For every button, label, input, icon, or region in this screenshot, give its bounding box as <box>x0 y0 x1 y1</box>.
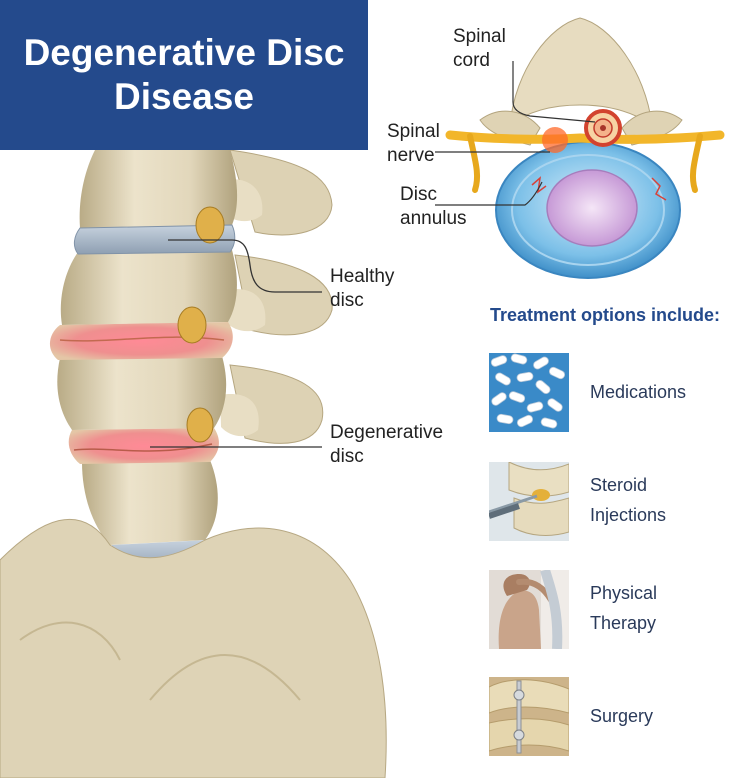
disc-annulus-label-line-1: Disc <box>400 184 437 205</box>
title-banner: Degenerative Disc Disease <box>0 0 368 150</box>
healthy-disc-shape <box>73 224 236 255</box>
spinal-nerve-label-line-1: Spinal <box>387 121 440 142</box>
healthy-disc-label-line-1: Healthy <box>330 266 395 287</box>
spinal-nerve-label-line-2: nerve <box>387 145 435 166</box>
treatment-option-steroid-injections: Steroid Injections <box>590 470 666 530</box>
vertebral-bodies <box>57 150 238 545</box>
spinal-cord-label: Spinal cord <box>453 25 506 73</box>
physical-therapy-label-line-1: Physical <box>590 583 658 603</box>
surgery-icon <box>489 677 569 756</box>
spinal-cord-label-line-1: Spinal <box>453 26 506 47</box>
injection-icon <box>489 462 569 541</box>
degenerative-disc-label: Degenerative disc <box>330 421 443 469</box>
disc-nucleus-shape <box>546 169 638 247</box>
spinal-nerve-shape <box>445 130 725 144</box>
pills-icon <box>489 353 569 432</box>
healthy-disc-label-line-2: disc <box>330 290 364 311</box>
physical-therapy-label-line-2: Therapy <box>590 613 657 633</box>
treatment-option-medications: Medications <box>590 377 686 407</box>
surgery-label: Surgery <box>590 706 654 726</box>
treatment-option-surgery: Surgery <box>590 701 653 731</box>
treatment-heading: Treatment options include: <box>490 305 721 325</box>
spinal-cord-label-line-2: cord <box>453 50 490 71</box>
medications-label: Medications <box>590 382 687 402</box>
degenerative-disc-shape-lower <box>68 428 219 464</box>
steroid-injections-label-line-1: Steroid <box>590 475 648 495</box>
vertebra-cross-section <box>435 17 725 279</box>
degenerative-disc-label-line-1: Degenerative <box>330 422 444 443</box>
title-line-1: Degenerative Disc <box>23 32 345 73</box>
healthy-disc-label: Healthy disc <box>330 265 394 313</box>
physical-therapy-icon <box>489 570 569 649</box>
degenerative-disc-label-line-2: disc <box>330 446 364 467</box>
disc-annulus-label: Disc annulus <box>400 183 467 231</box>
steroid-injections-label-line-2: Injections <box>590 505 667 525</box>
treatment-option-physical-therapy: Physical Therapy <box>590 578 657 638</box>
disc-annulus-label-line-2: annulus <box>400 208 467 229</box>
title-line-2: Disease <box>114 76 254 117</box>
spinal-nerve-label: Spinal nerve <box>387 120 440 168</box>
sacrum-pelvis <box>0 518 387 778</box>
healthy-disc-leader <box>168 239 322 293</box>
